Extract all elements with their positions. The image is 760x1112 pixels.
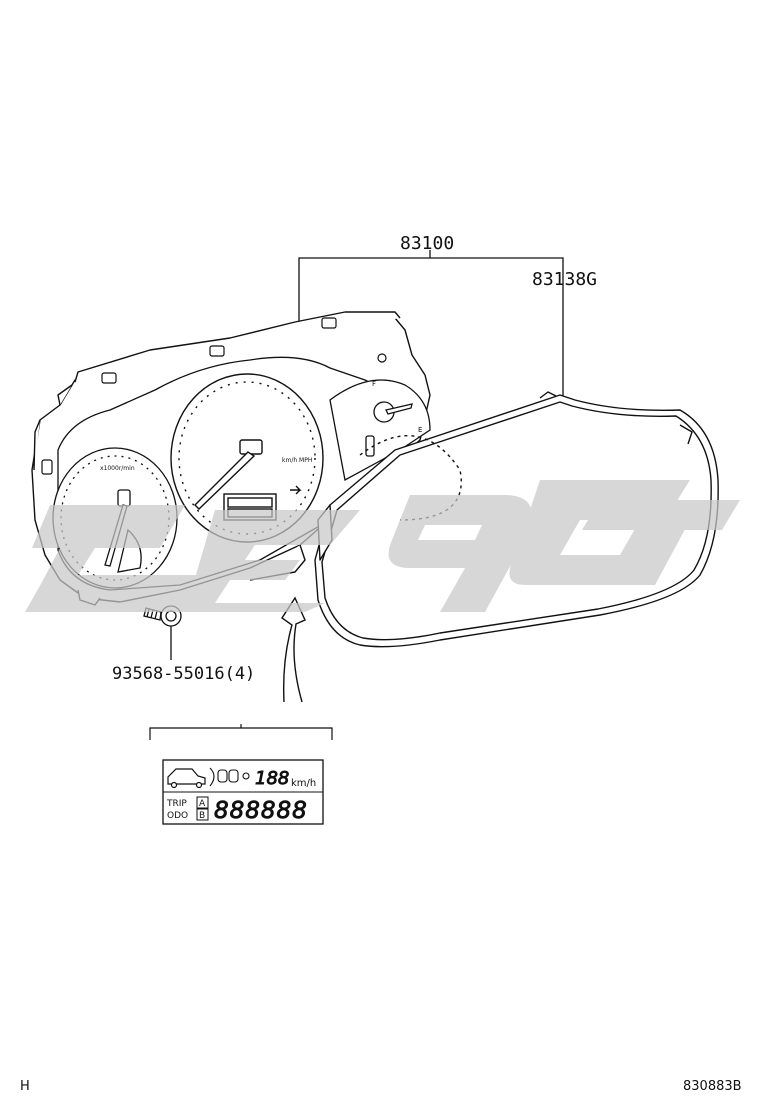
footer-drawing-number: 830883B <box>683 1079 742 1094</box>
callout-screw: 93568-55016(4) <box>112 664 255 684</box>
lcd-trip-label: TRIP <box>166 799 187 809</box>
assembly-arrow <box>281 596 306 703</box>
callout-83138G: 83138G <box>532 269 597 290</box>
svg-text:km/h MPH: km/h MPH <box>282 457 312 464</box>
detail-bracket <box>149 724 333 740</box>
watermark-logo <box>25 480 740 612</box>
lcd-speed-value: 188 <box>255 768 289 789</box>
fuel-gauge: F E <box>329 379 431 481</box>
lcd-odometer-value: 888888 <box>214 798 308 824</box>
shift-indicator-icon <box>209 767 250 787</box>
car-icon <box>167 768 206 789</box>
callout-83100: 83100 <box>400 233 454 254</box>
lcd-odo-label: ODO <box>167 811 188 821</box>
svg-text:F: F <box>372 380 376 388</box>
lcd-mode-a: A <box>199 799 206 809</box>
svg-text:x1000r/min: x1000r/min <box>100 465 135 472</box>
lcd-speed-unit: km/h <box>291 778 316 789</box>
footer-left-mark: H <box>20 1079 30 1094</box>
svg-text:E: E <box>418 426 422 434</box>
leader-lines <box>170 250 564 660</box>
lcd-detail: 188 km/h TRIP ODO A B 888888 <box>162 759 324 825</box>
lcd-mode-b: B <box>199 811 205 821</box>
